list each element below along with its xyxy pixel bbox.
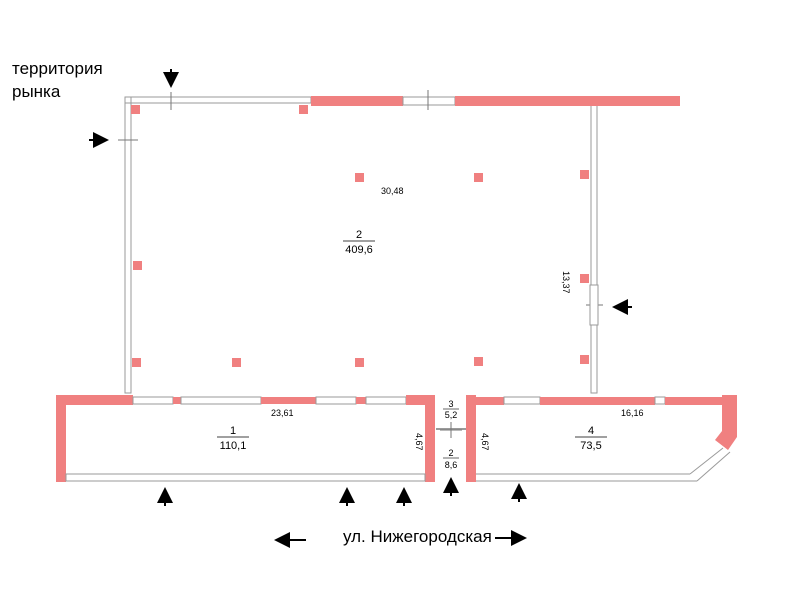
svg-text:409,6: 409,6 — [345, 244, 373, 256]
dim-room1-depth: 4,67 — [414, 433, 424, 451]
territory-line-1: территория — [12, 59, 103, 78]
room-1-walls — [56, 395, 435, 482]
room-2b-label: 2 8,6 — [443, 448, 459, 470]
svg-text:4: 4 — [588, 425, 594, 437]
room-4-label: 4 73,5 — [575, 425, 607, 452]
top-door — [402, 96, 456, 106]
small-rooms-walls — [436, 395, 476, 482]
dim-room1-width: 23,61 — [271, 408, 294, 418]
columns — [131, 105, 589, 367]
territory-label: территория рынка — [12, 57, 103, 103]
dim-hall-width: 30,48 — [381, 186, 404, 196]
street-arrows — [274, 530, 527, 548]
dim-hall-depth: 13,37 — [561, 271, 571, 294]
svg-text:8,6: 8,6 — [445, 460, 458, 470]
room-1-label: 1 110,1 — [217, 425, 249, 452]
street-label: ул. Нижегородская — [343, 527, 492, 546]
svg-text:73,5: 73,5 — [580, 440, 601, 452]
dim-room4-width: 16,16 — [621, 408, 644, 418]
svg-text:2: 2 — [356, 229, 362, 241]
room-4-walls — [476, 395, 737, 482]
svg-text:2: 2 — [448, 448, 453, 458]
right-door — [589, 284, 599, 326]
room-2-label: 2 409,6 — [343, 229, 375, 256]
entrance-arrows — [89, 69, 632, 506]
svg-text:1: 1 — [230, 425, 236, 437]
top-wall-right — [455, 96, 680, 106]
svg-text:5,2: 5,2 — [445, 410, 458, 420]
territory-line-2: рынка — [12, 82, 61, 101]
top-wall — [311, 96, 403, 106]
dim-room4-depth: 4,67 — [480, 433, 490, 451]
room-3-label: 3 5,2 — [443, 399, 459, 420]
svg-text:110,1: 110,1 — [220, 440, 247, 452]
svg-text:3: 3 — [448, 399, 453, 409]
